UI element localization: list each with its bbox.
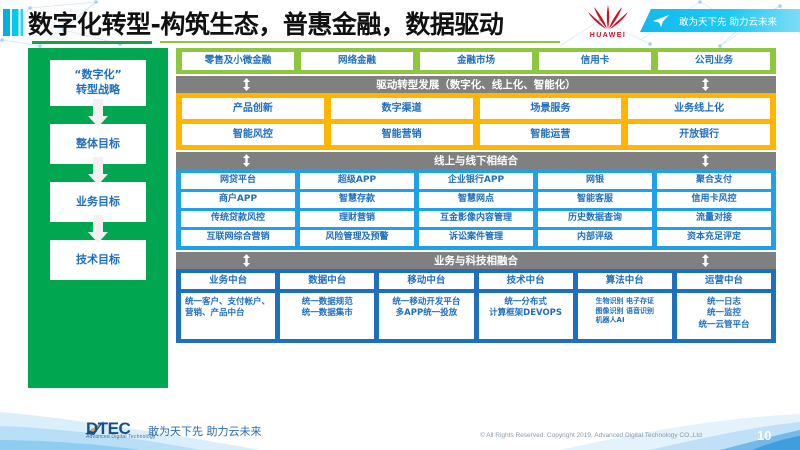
platform-band: 业务中台 统一客户、支付帐户、营销、产品中台 数据中台 统一数据规范 统一数据集… <box>176 269 776 344</box>
dtec-mark-icon <box>85 421 104 435</box>
platform-column-1[interactable]: 数据中台 统一数据规范 统一数据集市 <box>280 273 375 340</box>
platform-head-0[interactable]: 业务中台 <box>181 273 276 290</box>
capability-cell-2-4[interactable]: 流量对接 <box>657 211 771 228</box>
divider-fusion: 业务与科技相融合 <box>176 252 776 269</box>
platform-head-3[interactable]: 技术中台 <box>478 273 573 290</box>
capability-cell-3-2[interactable]: 诉讼案件管理 <box>419 230 533 246</box>
capability-cell-2-2[interactable]: 互金影像内容管理 <box>419 211 533 228</box>
capability-cell-1-4[interactable]: 信用卡风控 <box>657 192 771 209</box>
capability-cell-3-0[interactable]: 互联网综合营销 <box>181 230 295 246</box>
strategy-item-0[interactable]: “数字化” 转型战略 <box>50 60 146 106</box>
capability-cell-3-3[interactable]: 内部评级 <box>538 230 652 246</box>
title-rule-primary <box>32 41 152 44</box>
divider-fusion-label: 业务与科技相融合 <box>434 255 518 267</box>
capability-cell-0-1[interactable]: 超级APP <box>300 173 414 190</box>
divider-drive: 驱动转型发展（数字化、线上化、智能化） <box>176 76 776 94</box>
capability-grid-row: 网贷平台 超级APP 企业银行APP 网银 聚合支付 <box>181 173 771 190</box>
capability-grid-row: 互联网综合营销 风险管理及预警 诉讼案件管理 内部评级 资本充足评定 <box>181 230 771 246</box>
double-arrow-icon <box>243 254 250 267</box>
double-arrow-icon <box>243 154 250 168</box>
double-arrow-icon <box>702 78 709 92</box>
double-arrow-icon <box>702 254 709 267</box>
capability-cell-1-1[interactable]: 智慧存款 <box>300 192 414 209</box>
drive-cell-0-0[interactable]: 产品创新 <box>182 98 324 120</box>
capability-cell-0-3[interactable]: 网银 <box>538 173 652 190</box>
huawei-slogan-text: 敢为天下先 助力云未来 <box>679 16 778 28</box>
capability-cell-1-0[interactable]: 商户APP <box>181 192 295 209</box>
divider-drive-label: 驱动转型发展（数字化、线上化、智能化） <box>376 79 576 92</box>
business-line-2[interactable]: 金融市场 <box>420 52 532 71</box>
huawei-logo: HUAWEI <box>582 3 634 43</box>
platform-column-4[interactable]: 算法中台 生物识别 电子存证 图像识别 语音识别 机器人AI <box>577 273 672 340</box>
capability-cell-0-0[interactable]: 网贷平台 <box>181 173 295 190</box>
drive-cell-0-2[interactable]: 场景服务 <box>479 98 622 120</box>
platform-column-3[interactable]: 技术中台 统一分布式 计算框架DEVOPS <box>478 273 573 340</box>
title-rule-secondary <box>160 41 560 43</box>
platform-column-0[interactable]: 业务中台 统一客户、支付帐户、营销、产品中台 <box>181 273 276 340</box>
capability-cell-2-3[interactable]: 历史数据查询 <box>538 211 652 228</box>
platform-body-1: 统一数据规范 统一数据集市 <box>280 293 375 340</box>
platform-body-0: 统一客户、支付帐户、营销、产品中台 <box>181 293 276 340</box>
drive-cell-0-1[interactable]: 数字渠道 <box>330 98 473 120</box>
divider-online-offline: 线上与线下相结合 <box>176 152 776 170</box>
platform-head-2[interactable]: 移动中台 <box>379 273 474 290</box>
capability-cell-1-2[interactable]: 智慧网点 <box>419 192 533 209</box>
drive-cell-1-1[interactable]: 智能营销 <box>330 124 473 146</box>
drive-cell-1-2[interactable]: 智能运营 <box>479 124 622 146</box>
page-number: 10 <box>757 428 772 443</box>
huawei-flower-icon <box>588 5 628 30</box>
drive-cell-0-3[interactable]: 业务线上化 <box>628 98 770 120</box>
dtec-slogan: 敢为天下先 助力云未来 <box>148 425 262 438</box>
business-line-0[interactable]: 零售及小微金融 <box>182 52 294 71</box>
capability-cell-3-4[interactable]: 资本充足评定 <box>657 230 771 246</box>
drive-grid: 产品创新 数字渠道 场景服务 业务线上化 智能风控 智能营销 智能运营 开放银行 <box>176 93 776 151</box>
capability-grid: 网贷平台 超级APP 企业银行APP 网银 聚合支付 商户APP 智慧存款 智慧… <box>176 169 776 250</box>
drive-grid-row: 产品创新 数字渠道 场景服务 业务线上化 <box>182 98 770 120</box>
footer-wave-decoration <box>0 392 800 450</box>
capability-cell-0-4[interactable]: 聚合支付 <box>657 173 771 190</box>
business-line-4[interactable]: 公司业务 <box>658 52 770 71</box>
paper-plane-icon <box>653 14 669 27</box>
platform-head-1[interactable]: 数据中台 <box>280 273 375 290</box>
platform-column-5[interactable]: 运营中台 统一日志 统一监控 统一云管平台 <box>676 273 772 340</box>
dtec-logo-word: DTEC <box>86 419 131 438</box>
capability-cell-2-1[interactable]: 理财营销 <box>300 211 414 228</box>
platform-body-4: 生物识别 电子存证 图像识别 语音识别 机器人AI <box>577 293 672 340</box>
divider-online-offline-label: 线上与线下相结合 <box>434 155 518 168</box>
capability-cell-1-3[interactable]: 智能客服 <box>538 192 652 209</box>
drive-cell-1-0[interactable]: 智能风控 <box>182 124 324 146</box>
capability-grid-row: 传统贷款风控 理财营销 互金影像内容管理 历史数据查询 流量对接 <box>181 211 771 228</box>
huawei-slogan-banner: 敢为天下先 助力云未来 <box>640 9 800 32</box>
double-arrow-icon <box>243 78 250 92</box>
double-arrow-icon <box>702 154 709 168</box>
capability-cell-0-2[interactable]: 企业银行APP <box>419 173 533 190</box>
capability-cell-2-0[interactable]: 传统贷款风控 <box>181 211 295 228</box>
business-line-1[interactable]: 网络金融 <box>301 52 413 71</box>
huawei-wordmark: HUAWEI <box>589 32 627 39</box>
drive-cell-1-3[interactable]: 开放银行 <box>628 124 770 146</box>
platform-head-5[interactable]: 运营中台 <box>676 273 772 290</box>
platform-head-4[interactable]: 算法中台 <box>577 273 672 290</box>
page-title: 数字化转型-构筑生态，普惠金融，数据驱动 <box>28 10 504 39</box>
business-lines-band: 零售及小微金融 网络金融 金融市场 信用卡 公司业务 <box>176 48 776 75</box>
platform-body-2: 统一移动开发平台 多APP统一投放 <box>379 293 474 340</box>
copyright-text: © All Rights Reserved. Copyright 2019, A… <box>480 432 702 439</box>
platform-body-3: 统一分布式 计算框架DEVOPS <box>478 293 573 340</box>
platform-body-5: 统一日志 统一监控 统一云管平台 <box>676 293 772 340</box>
strategy-item-3[interactable]: 技术目标 <box>50 240 146 280</box>
drive-grid-row: 智能风控 智能营销 智能运营 开放银行 <box>182 124 770 146</box>
capability-cell-3-1[interactable]: 风险管理及预警 <box>300 230 414 246</box>
business-line-3[interactable]: 信用卡 <box>539 52 651 71</box>
dtec-logo-tagline: Advanced Digital Technology <box>86 434 156 440</box>
strategy-column: “数字化” 转型战略 整体目标 业务目标 技术目标 <box>28 48 168 388</box>
content-stack: 零售及小微金融 网络金融 金融市场 信用卡 公司业务 驱动转型发展（数字化、线上… <box>176 48 776 344</box>
title-accent-bar <box>3 9 23 36</box>
capability-grid-row: 商户APP 智慧存款 智慧网点 智能客服 信用卡风控 <box>181 192 771 209</box>
platform-column-2[interactable]: 移动中台 统一移动开发平台 多APP统一投放 <box>379 273 474 340</box>
